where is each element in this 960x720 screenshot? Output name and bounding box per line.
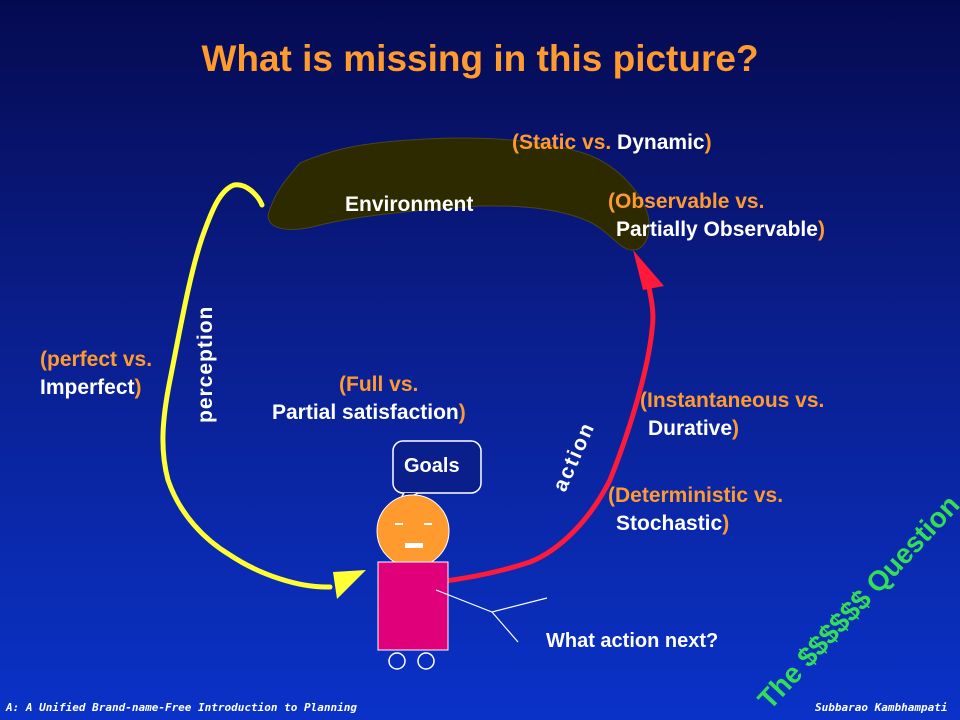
instantaneous-label: (Instantaneous vs. Durative) (640, 389, 825, 440)
footer-right: Subbarao Kambhampati (815, 701, 948, 714)
what-action-next-label: What action next? (546, 630, 719, 652)
slide-title: What is missing in this picture? (201, 38, 759, 79)
goals-label: Goals (404, 455, 460, 477)
observable-label: (Observable vs. Partially Observable) (608, 190, 825, 241)
environment-label: Environment (345, 193, 474, 216)
perception-arrowhead (333, 570, 366, 599)
perfect-label: (perfect vs. Imperfect) (40, 348, 153, 399)
footer-left: A: A Unified Brand-name-Free Introductio… (6, 701, 357, 714)
agent-left-foot (388, 652, 406, 670)
agent-right-foot (417, 652, 435, 670)
action-label: action (549, 418, 600, 495)
question-pointer (435, 589, 548, 613)
agent-mouth (405, 543, 423, 548)
environment-blob (267, 137, 650, 251)
perception-arrow (160, 182, 333, 590)
action-arrowhead (633, 250, 664, 290)
satisfaction-label: (Full vs. Partial satisfaction) (272, 373, 466, 424)
goals-bubble (392, 440, 482, 494)
agent-body (377, 561, 449, 651)
static-dynamic-label: (Static vs. Dynamic) (512, 131, 712, 154)
agent-head (376, 494, 450, 568)
deterministic-label: (Deterministic vs. Stochastic) (608, 484, 784, 535)
action-arrow (435, 279, 656, 585)
perception-label: perception (194, 306, 217, 423)
